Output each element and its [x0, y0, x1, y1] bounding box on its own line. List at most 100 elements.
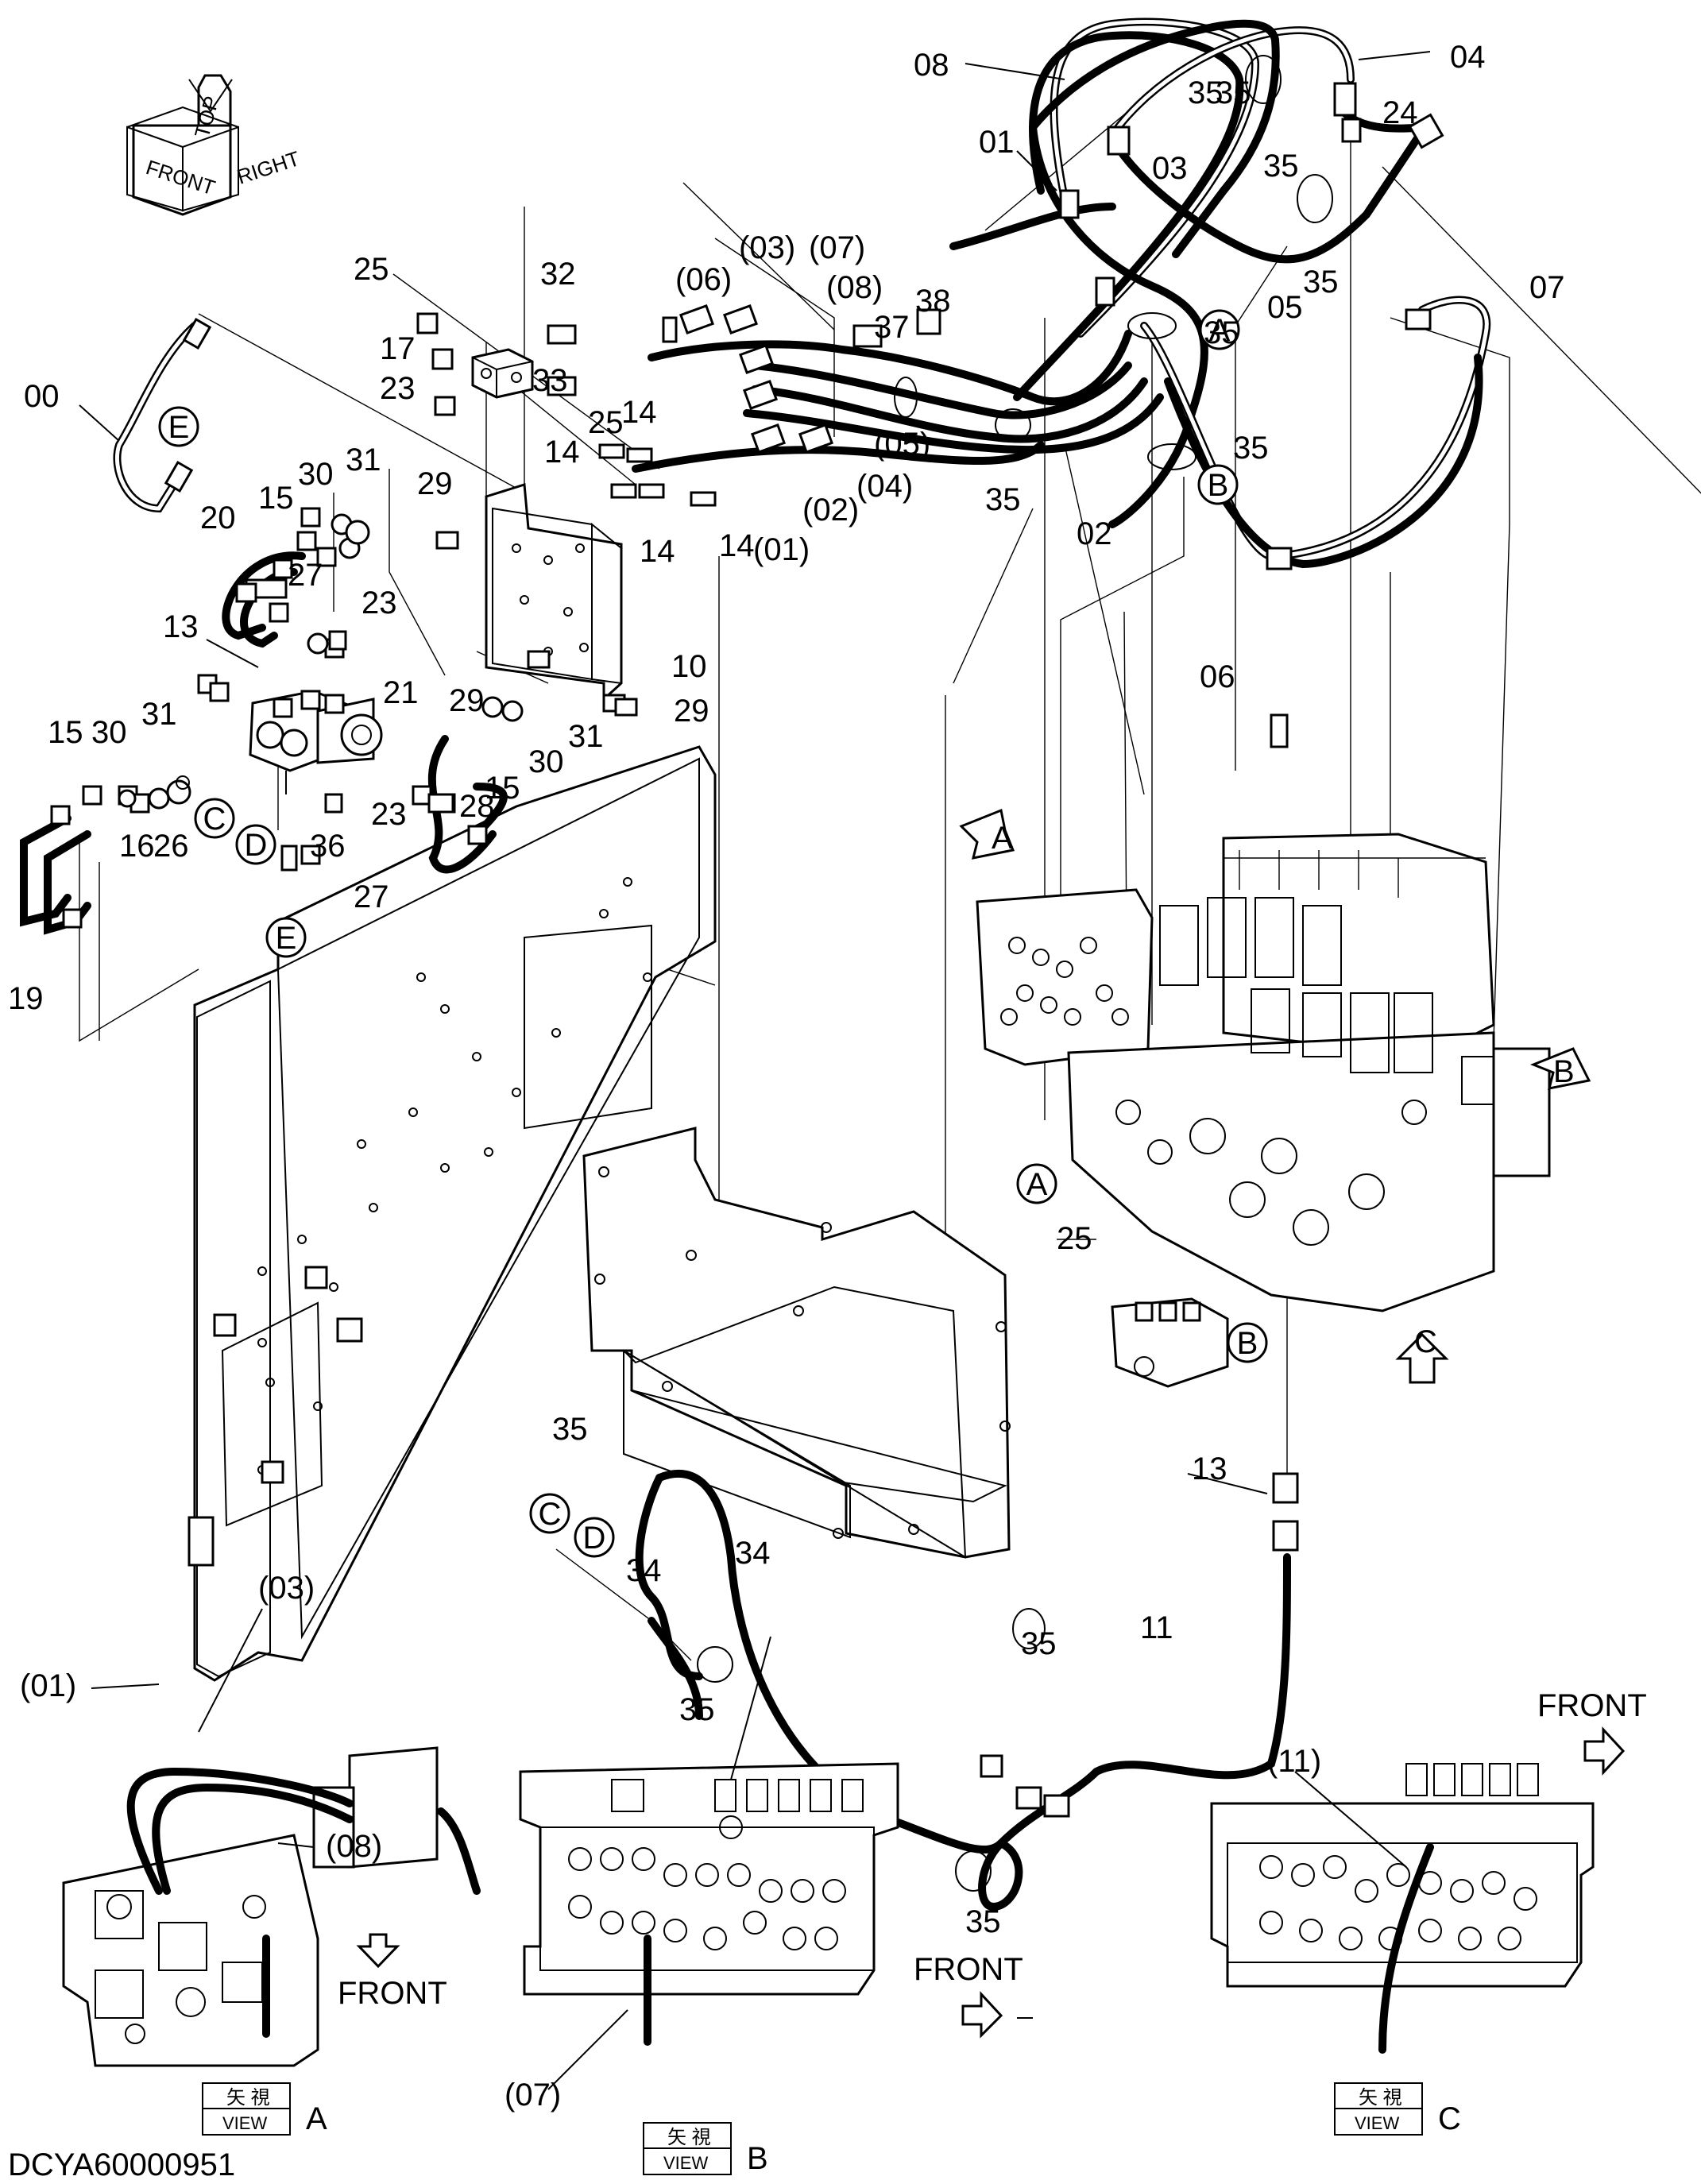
callout-06: 06 [1200, 659, 1235, 694]
callout-14-b: 14 [544, 435, 580, 470]
fittings [50, 82, 1444, 1818]
callout-14-a: 14 [621, 395, 657, 430]
callout-26: 26 [153, 829, 189, 864]
svg-text:矢 視: 矢 視 [1359, 2087, 1402, 2109]
callout-03: 03 [1152, 151, 1188, 186]
callout-14-d: 14 [719, 528, 755, 563]
callout-01: 01 [979, 125, 1015, 160]
view-b-front-label: FRONT [914, 1952, 1023, 1987]
callout-07: 07 [1529, 270, 1565, 305]
callout-15-b: 15 [485, 771, 520, 806]
svg-text:C: C [539, 1497, 562, 1532]
circle-ref-E1: E [158, 406, 199, 447]
view-a-detail [62, 1746, 481, 2067]
callout-31-a: 31 [346, 443, 381, 477]
svg-text:A: A [306, 2101, 327, 2136]
svg-text:VIEW: VIEW [222, 2113, 267, 2133]
callout-leaders [79, 51, 1431, 2090]
view-c-front-label: FRONT [1537, 1688, 1647, 1723]
callout-view-a-p08: (08) [326, 1829, 382, 1864]
part-callouts: 00 01 02 03 04 05 06 07 08 10 11 13 13 1… [8, 40, 1565, 2112]
pilot-valve-block [249, 690, 383, 794]
callout-34-a: 34 [626, 1553, 662, 1588]
svg-text:D: D [245, 828, 268, 863]
callout-view-b-p07: (07) [505, 2078, 561, 2112]
callout-35-e: 35 [1233, 431, 1269, 466]
circle-ref-E2: E [265, 917, 307, 958]
callout-30-b: 30 [528, 744, 564, 779]
callout-15-c: 15 [48, 715, 83, 750]
view-c-detail [1210, 1726, 1626, 2054]
callout-view-a-p01: (01) [20, 1668, 76, 1703]
callout-35-d: 35 [1204, 315, 1239, 350]
callout-08: 08 [914, 48, 949, 83]
callout-35-h: 35 [679, 1692, 715, 1727]
callout-25-c: 25 [1057, 1221, 1092, 1256]
circle-ref-D2: D [574, 1517, 615, 1558]
callout-28: 28 [459, 789, 495, 824]
valve-bracket-plate [485, 483, 623, 702]
callout-15-a: 15 [258, 481, 294, 516]
callout-p01: (01) [753, 532, 810, 567]
callout-30-c: 30 [91, 715, 127, 750]
callout-35-a: 35 [1188, 75, 1224, 110]
view-a-front-label: FRONT [338, 1976, 447, 2011]
circle-ref-B2: B [1227, 1322, 1268, 1363]
callout-05: 05 [1267, 290, 1303, 325]
callout-38: 38 [915, 284, 951, 319]
callout-29-b: 29 [449, 683, 485, 718]
callout-10: 10 [671, 649, 707, 684]
callout-p03: (03) [739, 230, 795, 265]
callout-view-c-p11: (11) [1267, 1744, 1321, 1779]
hoses [20, 17, 1491, 1911]
circle-ref-A1: A [1199, 309, 1240, 350]
callout-23-b: 23 [361, 586, 397, 620]
main-control-valve [976, 833, 1551, 1312]
svg-text:VIEW: VIEW [1355, 2113, 1399, 2133]
callout-view-a-p03: (03) [258, 1571, 315, 1606]
sub-valve [1111, 1297, 1229, 1388]
circle-ref-D1: D [235, 824, 276, 865]
callout-21: 21 [383, 675, 419, 710]
callout-27-b: 27 [354, 879, 389, 914]
callout-24: 24 [1382, 95, 1418, 130]
callout-14-c: 14 [640, 534, 675, 569]
callout-p07: (07) [809, 230, 865, 265]
svg-text:VIEW: VIEW [663, 2153, 708, 2173]
arrow-ref-C: C [1414, 1324, 1437, 1359]
junction-block [471, 348, 534, 399]
circle-refs: A A B B C C D D [158, 309, 1575, 1558]
callout-35-f: 35 [985, 482, 1021, 517]
circle-ref-C2: C [529, 1493, 570, 1534]
callout-33: 33 [532, 363, 568, 398]
callout-25-b: 25 [588, 405, 624, 440]
cube-right-label: RIGHT [234, 146, 303, 189]
view-box-b: 矢 視 VIEW B [643, 2122, 768, 2176]
callout-27-a: 27 [288, 558, 323, 593]
svg-text:D: D [583, 1521, 606, 1556]
arrow-ref-A: A [992, 821, 1013, 856]
callout-11: 11 [1140, 1610, 1173, 1645]
callout-16: 16 [119, 829, 155, 864]
svg-text:矢 視: 矢 視 [226, 2087, 270, 2109]
svg-text:B: B [747, 2141, 768, 2176]
callout-13-right: 13 [1192, 1451, 1227, 1486]
callout-20: 20 [200, 501, 236, 535]
lower-bracket-plate [582, 1127, 1011, 1559]
callout-35-g: 35 [552, 1412, 588, 1447]
view-box-c: 矢 視 VIEW C [1334, 2082, 1461, 2136]
svg-text:B: B [1208, 468, 1229, 503]
callout-29-a: 29 [417, 466, 453, 501]
circle-ref-A2: A [1016, 1163, 1057, 1204]
svg-text:B: B [1237, 1326, 1258, 1361]
svg-text:矢 視: 矢 視 [667, 2127, 711, 2148]
svg-text:A: A [1026, 1167, 1048, 1202]
svg-text:C: C [203, 802, 226, 837]
drawing-id: DCYA60000951 [8, 2147, 235, 2182]
callout-31-b: 31 [568, 719, 604, 754]
view-box-a: 矢 視 VIEW A [202, 2082, 327, 2136]
reference-arrows [959, 808, 1591, 1384]
circle-ref-C1: C [194, 798, 235, 839]
callout-30-a: 30 [298, 457, 334, 492]
